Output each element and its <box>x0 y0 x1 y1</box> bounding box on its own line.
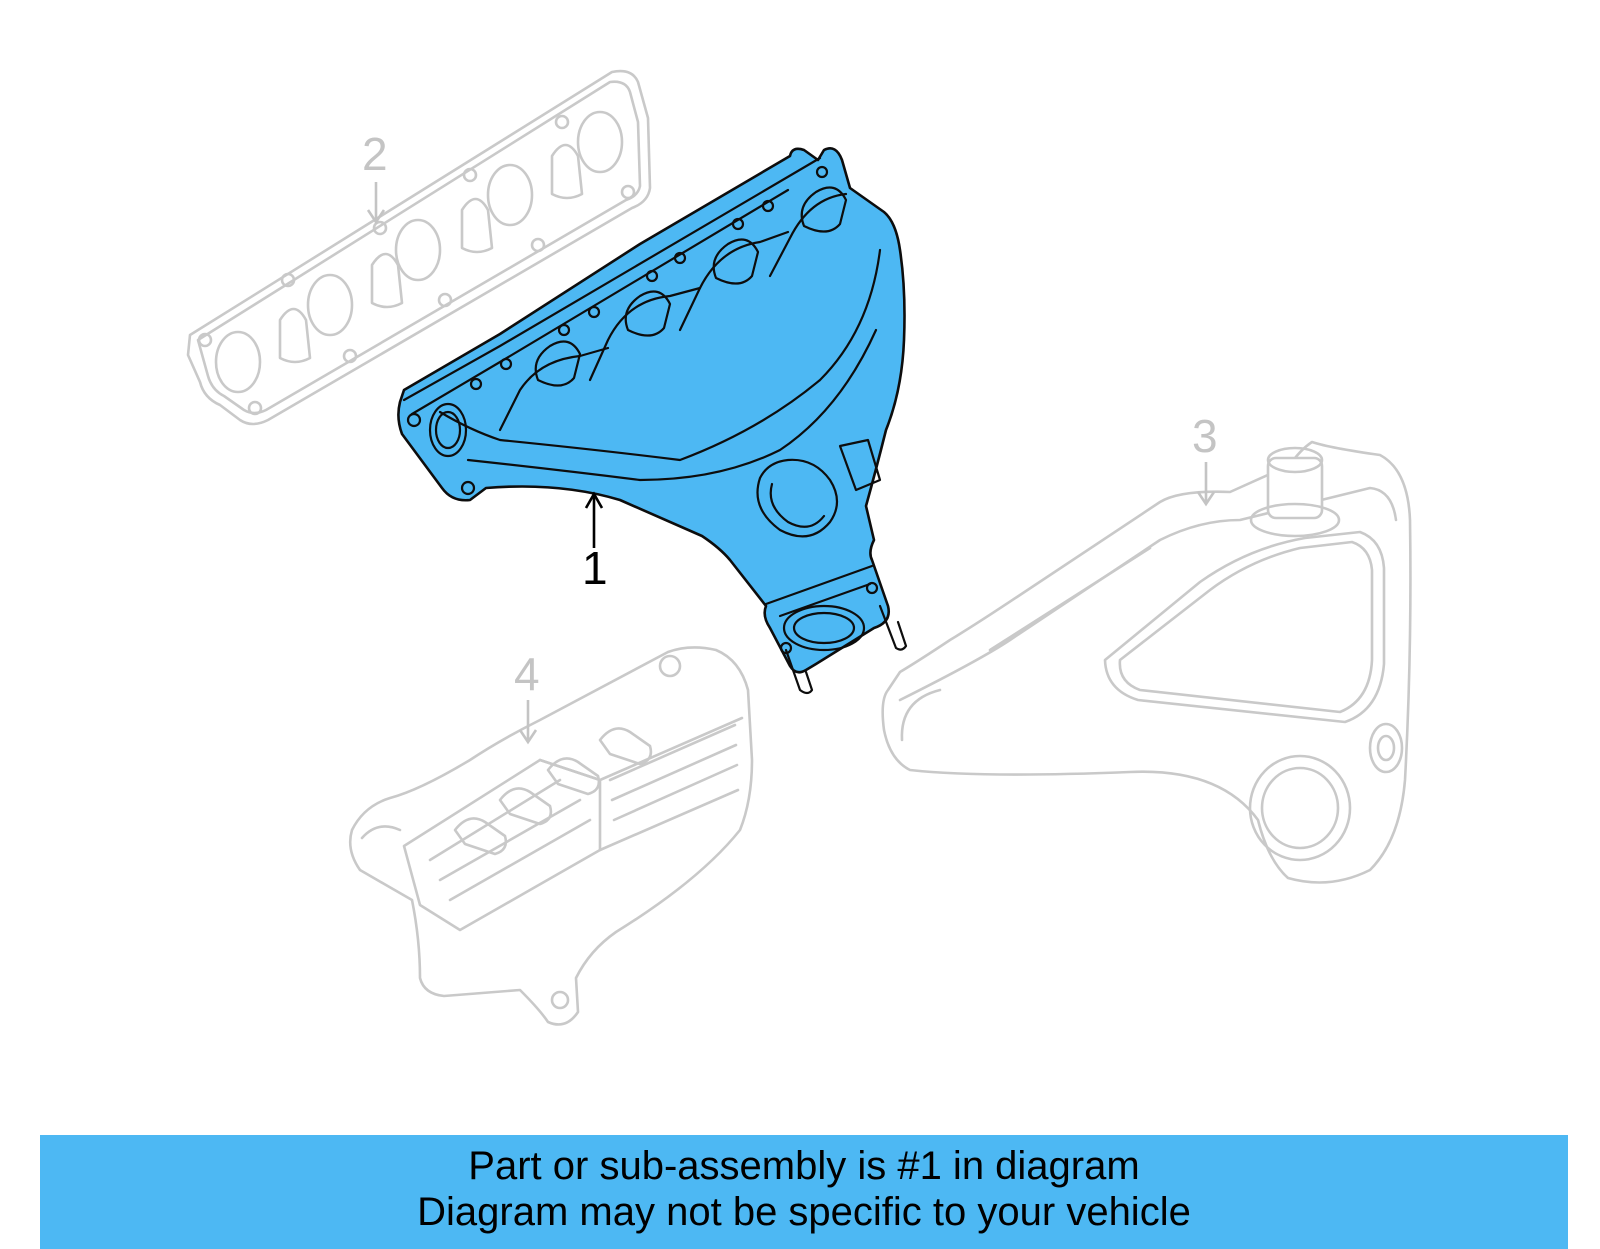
callout-2: 2 <box>362 128 388 225</box>
callout-label-3: 3 <box>1192 410 1218 462</box>
banner-line-1: Part or sub-assembly is #1 in diagram <box>468 1144 1140 1188</box>
callout-label-2: 2 <box>362 128 388 180</box>
info-banner: Part or sub-assembly is #1 in diagram Di… <box>40 1135 1568 1249</box>
gasket-part-2 <box>186 69 652 426</box>
callout-1: 1 <box>582 491 608 594</box>
exhaust-manifold-part-1 <box>397 147 908 695</box>
lower-shield-part-4 <box>348 646 754 1026</box>
callout-4: 4 <box>514 648 540 745</box>
banner-line-2: Diagram may not be specific to your vehi… <box>417 1190 1191 1234</box>
heat-shield-part-3 <box>881 440 1412 884</box>
callout-3: 3 <box>1192 410 1218 507</box>
callout-label-1: 1 <box>582 542 608 594</box>
callout-label-4: 4 <box>514 648 540 700</box>
